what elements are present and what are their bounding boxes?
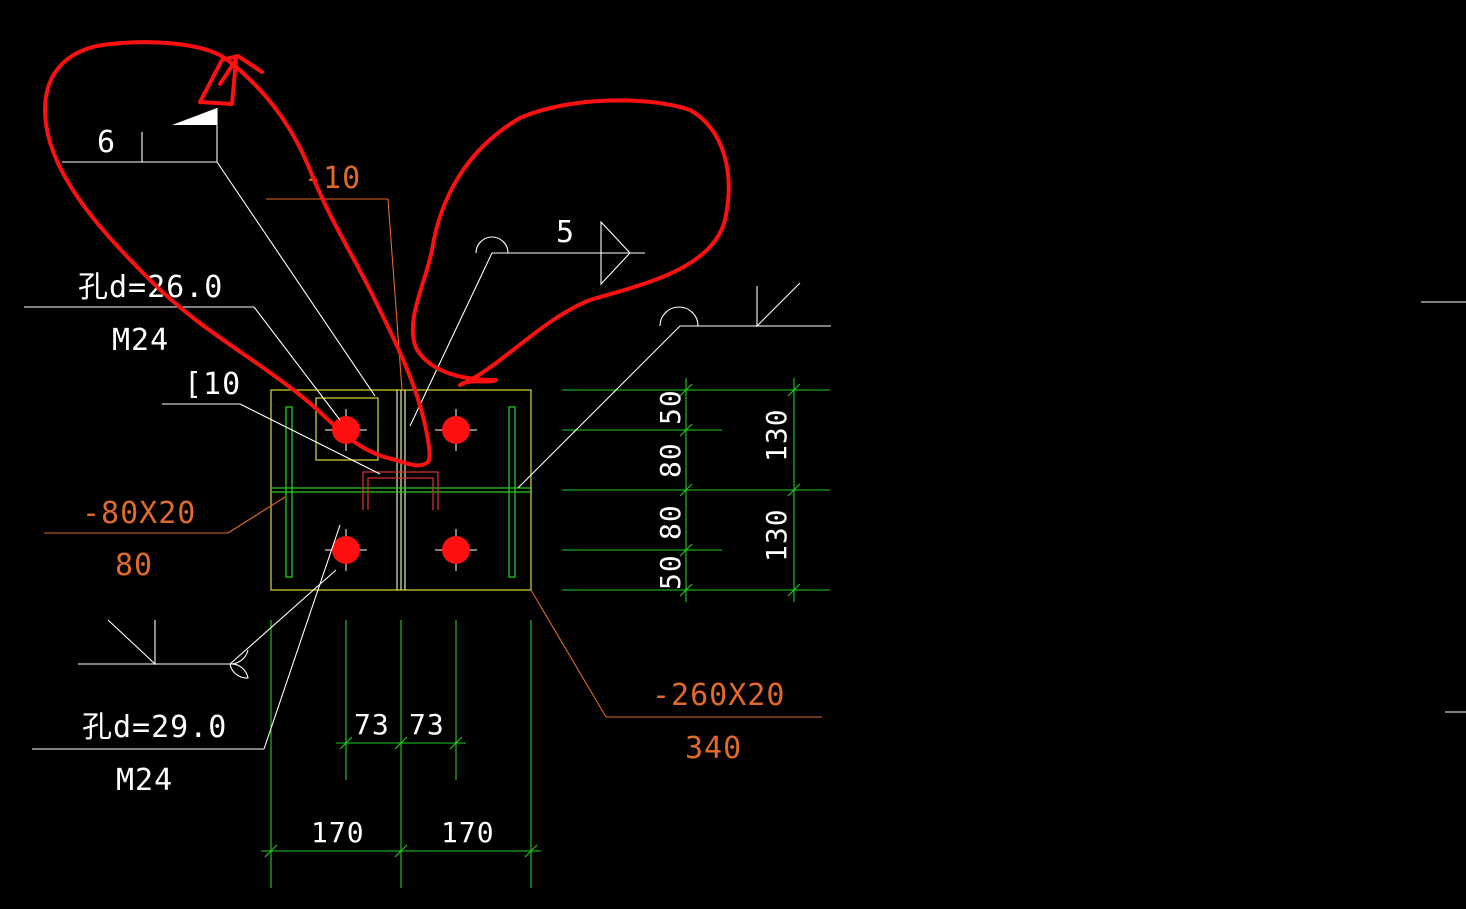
bolt-top-right — [442, 416, 470, 444]
markup-flag-scribble — [198, 54, 264, 106]
hole-label-top: 孔d=26.0 — [78, 270, 223, 305]
small-plate — [315, 397, 379, 461]
bolts — [332, 416, 470, 564]
weld-size-6: 6 — [97, 125, 116, 160]
channel-section — [362, 471, 439, 510]
leaders — [24, 108, 1466, 750]
dim-v-50-bottom: 50 — [654, 554, 687, 590]
stiffeners — [271, 406, 531, 578]
dim-h-170-left: 170 — [311, 816, 365, 849]
plate-main-label: -260X20 — [652, 678, 785, 713]
weld-size-5: 5 — [556, 215, 575, 250]
labels: 6 -10 5 孔d=26.0 M24 [10 -80X20 80 孔d=29.… — [78, 125, 785, 798]
plate-main-length: 340 — [685, 731, 742, 766]
dim-v-80-bottom: 80 — [654, 504, 687, 540]
orange-leaders — [44, 198, 822, 718]
bolt-label-top: M24 — [112, 323, 169, 358]
bolt-bottom-left — [332, 536, 360, 564]
plate-small-length: 80 — [115, 548, 153, 583]
weld-flag-top — [172, 108, 217, 125]
markup-loop-left — [43, 40, 432, 468]
dimension-lines — [261, 378, 830, 888]
hole-label-bottom: 孔d=29.0 — [82, 710, 227, 745]
channel-label: [10 — [184, 367, 241, 402]
dim-v-130-top: 130 — [760, 408, 793, 462]
bolt-bottom-right — [442, 536, 470, 564]
dim-h-170-right: 170 — [441, 816, 495, 849]
dim-h-73-left: 73 — [354, 708, 390, 741]
dim-v-130-bottom: 130 — [760, 508, 793, 562]
plate-small-label: -80X20 — [82, 496, 196, 531]
bolt-top-left — [332, 416, 360, 444]
bolt-label-bottom: M24 — [116, 763, 173, 798]
dimension-text: 50 80 80 50 130 130 73 73 170 170 — [311, 389, 793, 849]
red-markup — [43, 40, 731, 468]
web-center-lines — [396, 390, 406, 590]
markup-loop-right — [410, 98, 731, 387]
dim-v-50-top: 50 — [654, 389, 687, 425]
dim-v-80-top: 80 — [654, 442, 687, 478]
dim-h-73-right: 73 — [409, 708, 445, 741]
